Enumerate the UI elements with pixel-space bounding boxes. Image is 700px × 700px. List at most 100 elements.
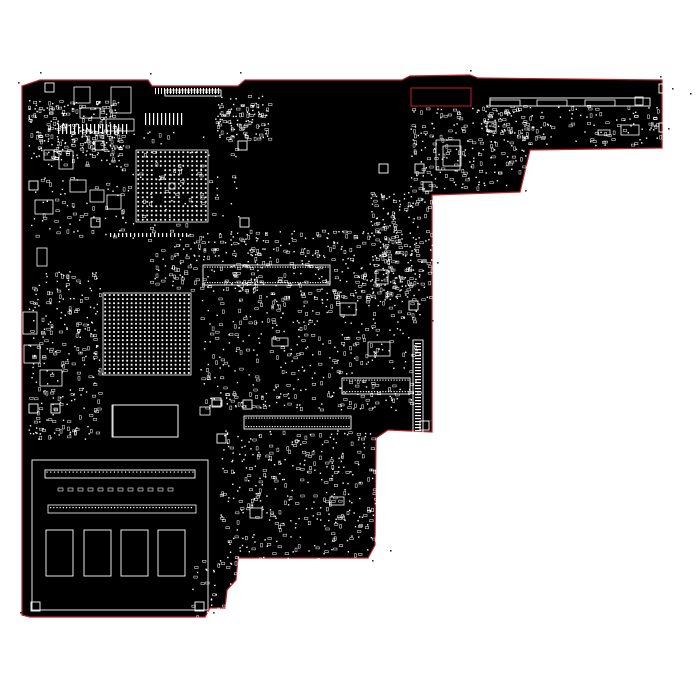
smd-pad [37,131,39,133]
passive-component [247,138,252,141]
bga-ball [183,318,186,321]
connector-pin [324,426,326,428]
smd-pad [453,181,455,184]
passive-component [247,95,252,98]
bga-ball [135,326,137,329]
smd-pad [341,246,343,248]
bga-ball [148,347,151,350]
smd-pad [414,273,416,275]
bga-ball [139,331,142,333]
smd-pad [222,609,225,611]
bga-ball [161,347,164,350]
mounting-pad [237,140,248,151]
bga-ball [113,339,115,342]
passive-component [35,234,40,238]
passive-component [189,234,194,237]
smd-pad [221,458,224,460]
connector-pin [365,391,367,393]
passive-component [430,233,433,238]
passive-component [410,402,415,405]
passive-component [256,378,261,382]
bga-ball [117,347,120,350]
passive-component [420,181,424,186]
smd-pad [369,263,371,265]
smd-pad [332,468,334,470]
passive-component [212,354,215,359]
smd-pad [299,404,301,406]
smd-pad [251,504,253,507]
bga-ball [183,339,186,342]
passive-component [254,307,259,310]
bga-ball [168,182,171,185]
passive-component [36,416,41,420]
smd-pad [409,259,412,262]
smd-pad [369,433,372,435]
smd-pad [72,108,74,110]
passive-component [372,488,377,492]
smd-pad [115,112,118,114]
smd-pad [385,296,388,298]
connector-pin [257,282,259,284]
smd-pad [52,414,54,416]
passive-component [311,397,316,400]
bga-ball [108,347,111,350]
passive-component [510,105,515,109]
smd-pad [258,337,260,340]
smd-pad [404,255,407,257]
bga-ball [179,339,181,342]
passive-component [256,455,260,460]
smd-pad [233,471,236,474]
smd-pad [296,320,299,322]
passive-component [483,118,486,123]
resistor-array [90,124,92,134]
passive-component [64,361,69,364]
bga-ball [117,306,120,309]
smd-pad [340,408,343,411]
passive-component [222,604,227,608]
connector-pin [354,391,356,393]
passive-component [86,161,89,166]
smd-pad [415,242,418,244]
connector-pin [61,471,63,473]
passive-component [358,285,363,288]
connector-pin [362,391,365,393]
bga-ball [191,164,194,167]
bga-ball [135,367,137,370]
passive-component [41,317,45,322]
smd-pad [237,336,239,339]
passive-component [205,581,210,585]
bga-ball [121,335,124,337]
smd-pad [486,133,489,136]
smd-pad [244,445,246,448]
passive-component [278,524,281,529]
passive-component [49,182,52,187]
passive-component [215,121,220,124]
smd-pad [84,141,86,144]
smd-pad [288,243,291,245]
passive-component [278,528,282,533]
smd-pad [67,104,69,107]
passive-component [501,152,506,155]
passive-component [516,135,521,139]
smd-pad [88,433,90,435]
ic-package [339,302,357,316]
bga-ball [155,209,158,212]
smd-pad [221,118,223,121]
bga-ball [179,322,181,325]
smd-pad [32,363,35,365]
smd-pad [528,161,531,164]
smd-pad [290,348,292,351]
resistor-array [110,124,112,134]
smd-pad [422,198,424,200]
smd-pad [104,144,106,146]
smd-pad [97,152,100,154]
passive-component [100,107,105,111]
bga-ball [174,363,177,366]
passive-component [48,106,53,109]
smd-pad [405,285,407,287]
smd-pad [313,544,316,547]
bga-ball [170,351,173,354]
connector-pin [244,266,246,268]
smd-pad [65,285,68,288]
passive-component [396,251,401,254]
